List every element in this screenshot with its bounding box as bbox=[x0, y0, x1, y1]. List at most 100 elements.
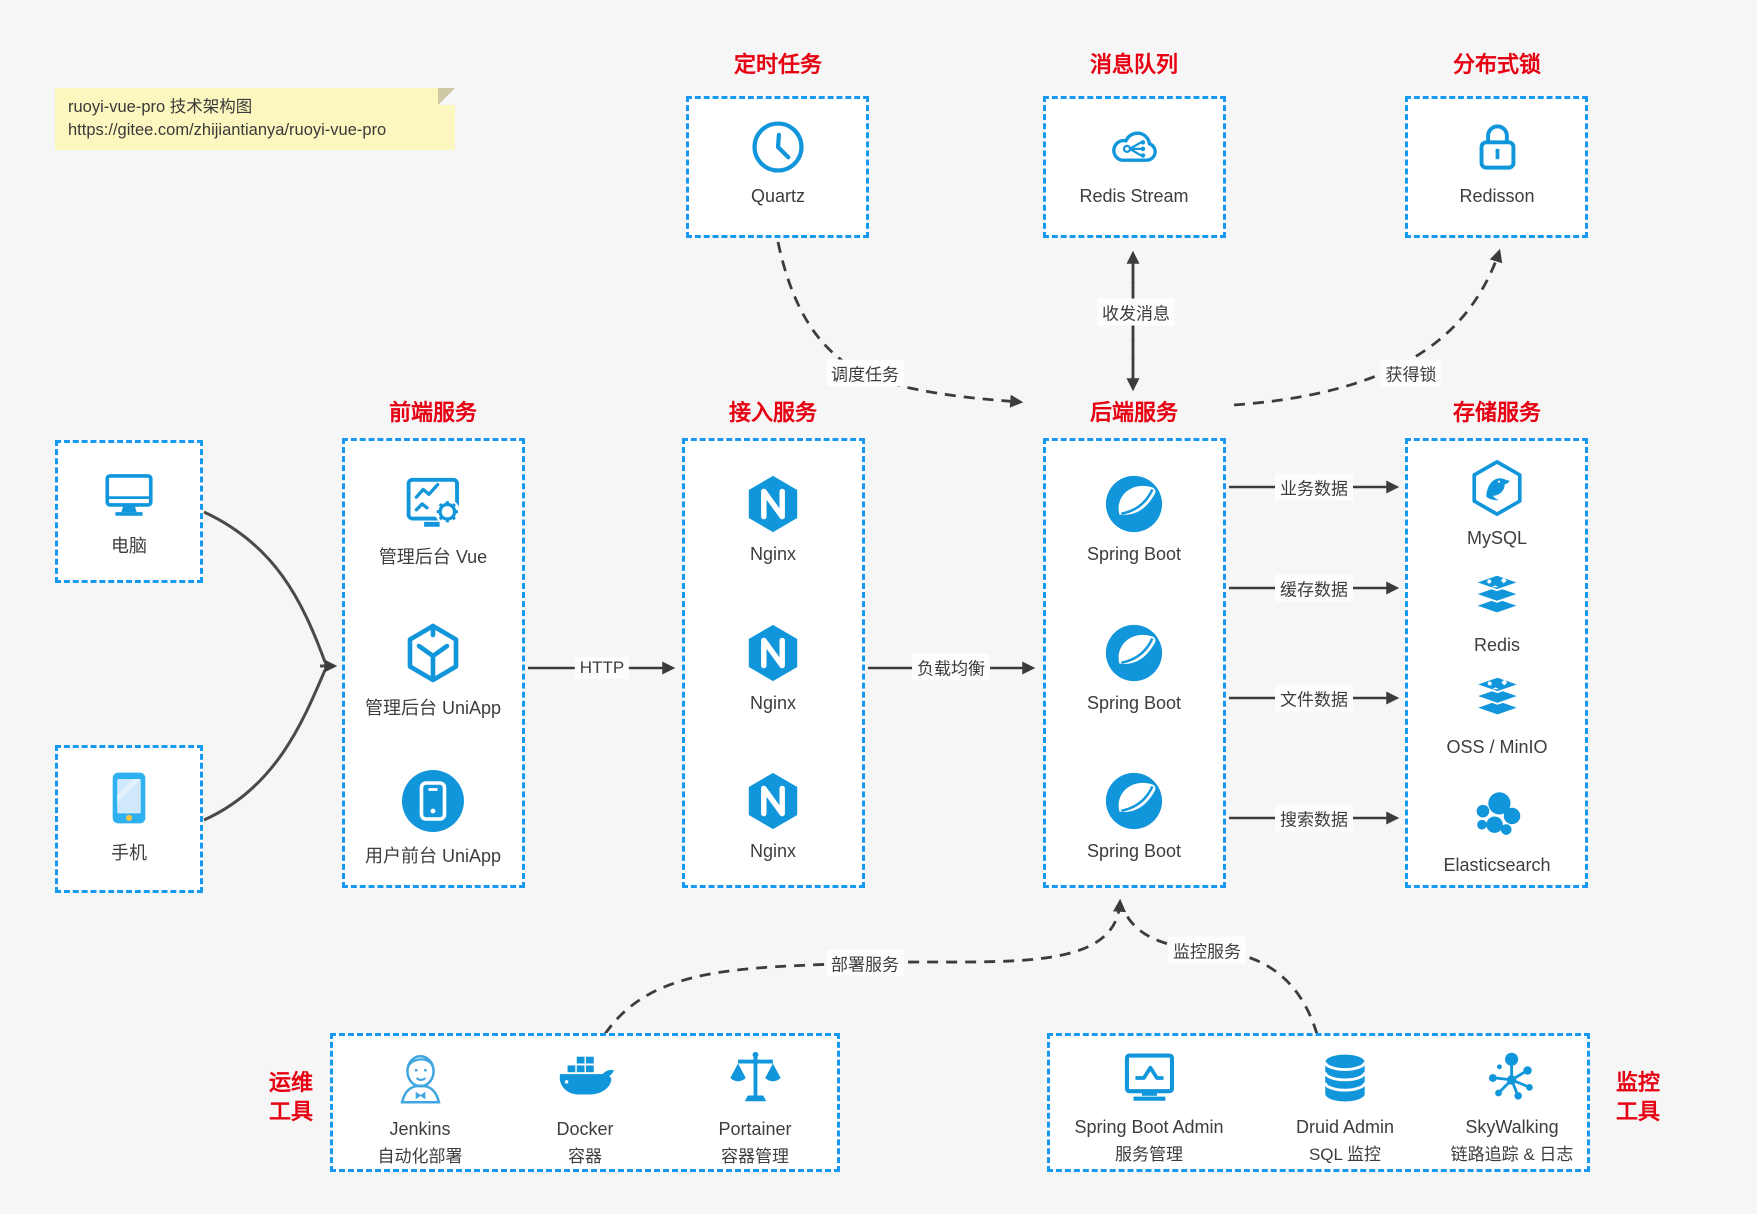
note-url: https://gitee.com/zhijiantianya/ruoyi-vu… bbox=[68, 121, 387, 139]
node-nginx-1: Nginx bbox=[742, 473, 804, 565]
node-label: 手机 bbox=[111, 843, 147, 863]
node-nginx-2: Nginx bbox=[742, 622, 804, 714]
mysql-icon bbox=[1466, 457, 1528, 519]
group-title-storage: 存储服务 bbox=[1452, 400, 1542, 425]
edge-label-http: HTTP bbox=[574, 657, 630, 679]
desktop-icon bbox=[98, 465, 160, 523]
node-label: Spring Boot Admin bbox=[1074, 1117, 1224, 1137]
group-title-lock: 分布式锁 bbox=[1452, 52, 1542, 77]
edge-monitor bbox=[1125, 915, 1319, 1035]
spring-icon bbox=[1103, 473, 1165, 535]
edge-label-monitor: 监控服务 bbox=[1168, 936, 1246, 964]
node-label: 电脑 bbox=[111, 536, 147, 556]
phone-circle-icon bbox=[401, 769, 465, 833]
edge-label-load-balance: 负载均衡 bbox=[912, 653, 990, 681]
trace-network-icon bbox=[1481, 1048, 1543, 1108]
node-label: Redisson bbox=[1459, 186, 1535, 206]
elasticsearch-icon bbox=[1466, 784, 1528, 846]
node-label: Elasticsearch bbox=[1443, 855, 1551, 875]
node-label: Docker bbox=[556, 1119, 614, 1139]
node-label: Nginx bbox=[749, 693, 797, 713]
cube-icon bbox=[401, 621, 465, 685]
node-elasticsearch: Elasticsearch bbox=[1443, 784, 1551, 876]
node-label: Spring Boot bbox=[1086, 693, 1182, 713]
node-springboot-3: Spring Boot bbox=[1087, 770, 1181, 862]
node-nginx-3: Nginx bbox=[742, 770, 804, 862]
node-admin-vue: 管理后台 Vue bbox=[379, 472, 487, 569]
group-title-devops: 运维 工具 bbox=[268, 1070, 313, 1124]
edge-label-search-data: 搜索数据 bbox=[1275, 804, 1353, 832]
edge-deploy bbox=[603, 898, 1126, 1035]
edge-label-file-data: 文件数据 bbox=[1275, 684, 1353, 712]
oss-stack-icon bbox=[1466, 666, 1528, 728]
node-portainer: Portainer 容器管理 bbox=[718, 1048, 792, 1167]
node-jenkins: Jenkins 自动化部署 bbox=[378, 1048, 463, 1167]
node-desc: SQL 监控 bbox=[1308, 1145, 1382, 1164]
cloud-stream-icon bbox=[1103, 117, 1165, 177]
node-springboot-admin: Spring Boot Admin 服务管理 bbox=[1074, 1048, 1224, 1165]
nginx-icon bbox=[742, 770, 804, 832]
redis-stack-icon bbox=[1466, 564, 1528, 626]
node-label: 管理后台 Vue bbox=[378, 547, 488, 567]
node-label: Nginx bbox=[749, 841, 797, 861]
note-fold-corner bbox=[438, 88, 455, 105]
edge-label-messages: 收发消息 bbox=[1097, 298, 1175, 326]
node-springboot-2: Spring Boot bbox=[1087, 622, 1181, 714]
padlock-icon bbox=[1467, 117, 1527, 177]
clock-icon bbox=[748, 117, 808, 177]
node-docker: Docker 容器 bbox=[552, 1048, 618, 1167]
node-label: Portainer bbox=[718, 1119, 792, 1139]
node-label: Nginx bbox=[749, 544, 797, 564]
node-phone: 手机 bbox=[100, 766, 158, 865]
node-label: SkyWalking bbox=[1465, 1117, 1559, 1137]
pc-box bbox=[55, 440, 203, 583]
node-druid: Druid Admin SQL 监控 bbox=[1296, 1048, 1394, 1165]
node-desc: 链路追踪 & 日志 bbox=[1450, 1145, 1574, 1164]
spring-icon bbox=[1103, 622, 1165, 684]
node-label: 用户前台 UniApp bbox=[364, 846, 502, 866]
node-redis: Redis bbox=[1466, 564, 1528, 656]
nginx-icon bbox=[742, 473, 804, 535]
node-label: Jenkins bbox=[389, 1119, 451, 1139]
node-redisson: Redisson bbox=[1459, 117, 1535, 207]
edge-pc-to-frontend bbox=[203, 510, 327, 663]
edge-label-schedule: 调度任务 bbox=[826, 359, 904, 387]
node-mysql: MySQL bbox=[1466, 457, 1528, 549]
node-desc: 容器 bbox=[568, 1147, 602, 1166]
node-desc: 自动化部署 bbox=[377, 1147, 463, 1166]
node-admin-uniapp: 管理后台 UniApp bbox=[365, 621, 501, 720]
node-pc: 电脑 bbox=[98, 465, 160, 558]
group-title-scheduler: 定时任务 bbox=[733, 52, 823, 77]
node-label: Spring Boot bbox=[1086, 841, 1182, 861]
node-desc: 服务管理 bbox=[1115, 1145, 1183, 1164]
node-quartz: Quartz bbox=[748, 117, 808, 207]
admin-screen-gear-icon bbox=[401, 472, 465, 534]
group-title-frontend: 前端服务 bbox=[388, 400, 478, 425]
node-label: Quartz bbox=[750, 186, 806, 206]
group-title-monitor: 监控 工具 bbox=[1615, 1070, 1660, 1124]
edge-label-deploy: 部署服务 bbox=[826, 949, 904, 977]
docker-icon bbox=[552, 1048, 618, 1110]
spring-icon bbox=[1103, 770, 1165, 832]
mq-box bbox=[1043, 96, 1226, 238]
node-user-uniapp: 用户前台 UniApp bbox=[365, 769, 501, 868]
node-label: Redis Stream bbox=[1079, 186, 1189, 206]
node-label: 管理后台 UniApp bbox=[364, 698, 502, 718]
jenkins-icon bbox=[389, 1048, 451, 1110]
node-label: OSS / MinIO bbox=[1446, 737, 1548, 757]
nginx-icon bbox=[742, 622, 804, 684]
node-label: Druid Admin bbox=[1295, 1117, 1395, 1137]
node-label: Spring Boot bbox=[1086, 544, 1182, 564]
edge-phone-to-frontend bbox=[203, 669, 327, 822]
note-title: ruoyi-vue-pro 技术架构图 bbox=[68, 98, 253, 116]
node-springboot-1: Spring Boot bbox=[1087, 473, 1181, 565]
node-label: Redis bbox=[1473, 635, 1521, 655]
edge-acquire-lock bbox=[1233, 248, 1503, 407]
scales-icon bbox=[724, 1048, 786, 1110]
edge-label-acquire-lock: 获得锁 bbox=[1380, 359, 1442, 387]
node-skywalking: SkyWalking 链路追踪 & 日志 bbox=[1450, 1048, 1574, 1165]
database-icon bbox=[1314, 1048, 1376, 1108]
scheduler-box bbox=[686, 96, 869, 238]
edge-schedule-tasks bbox=[776, 241, 1024, 408]
